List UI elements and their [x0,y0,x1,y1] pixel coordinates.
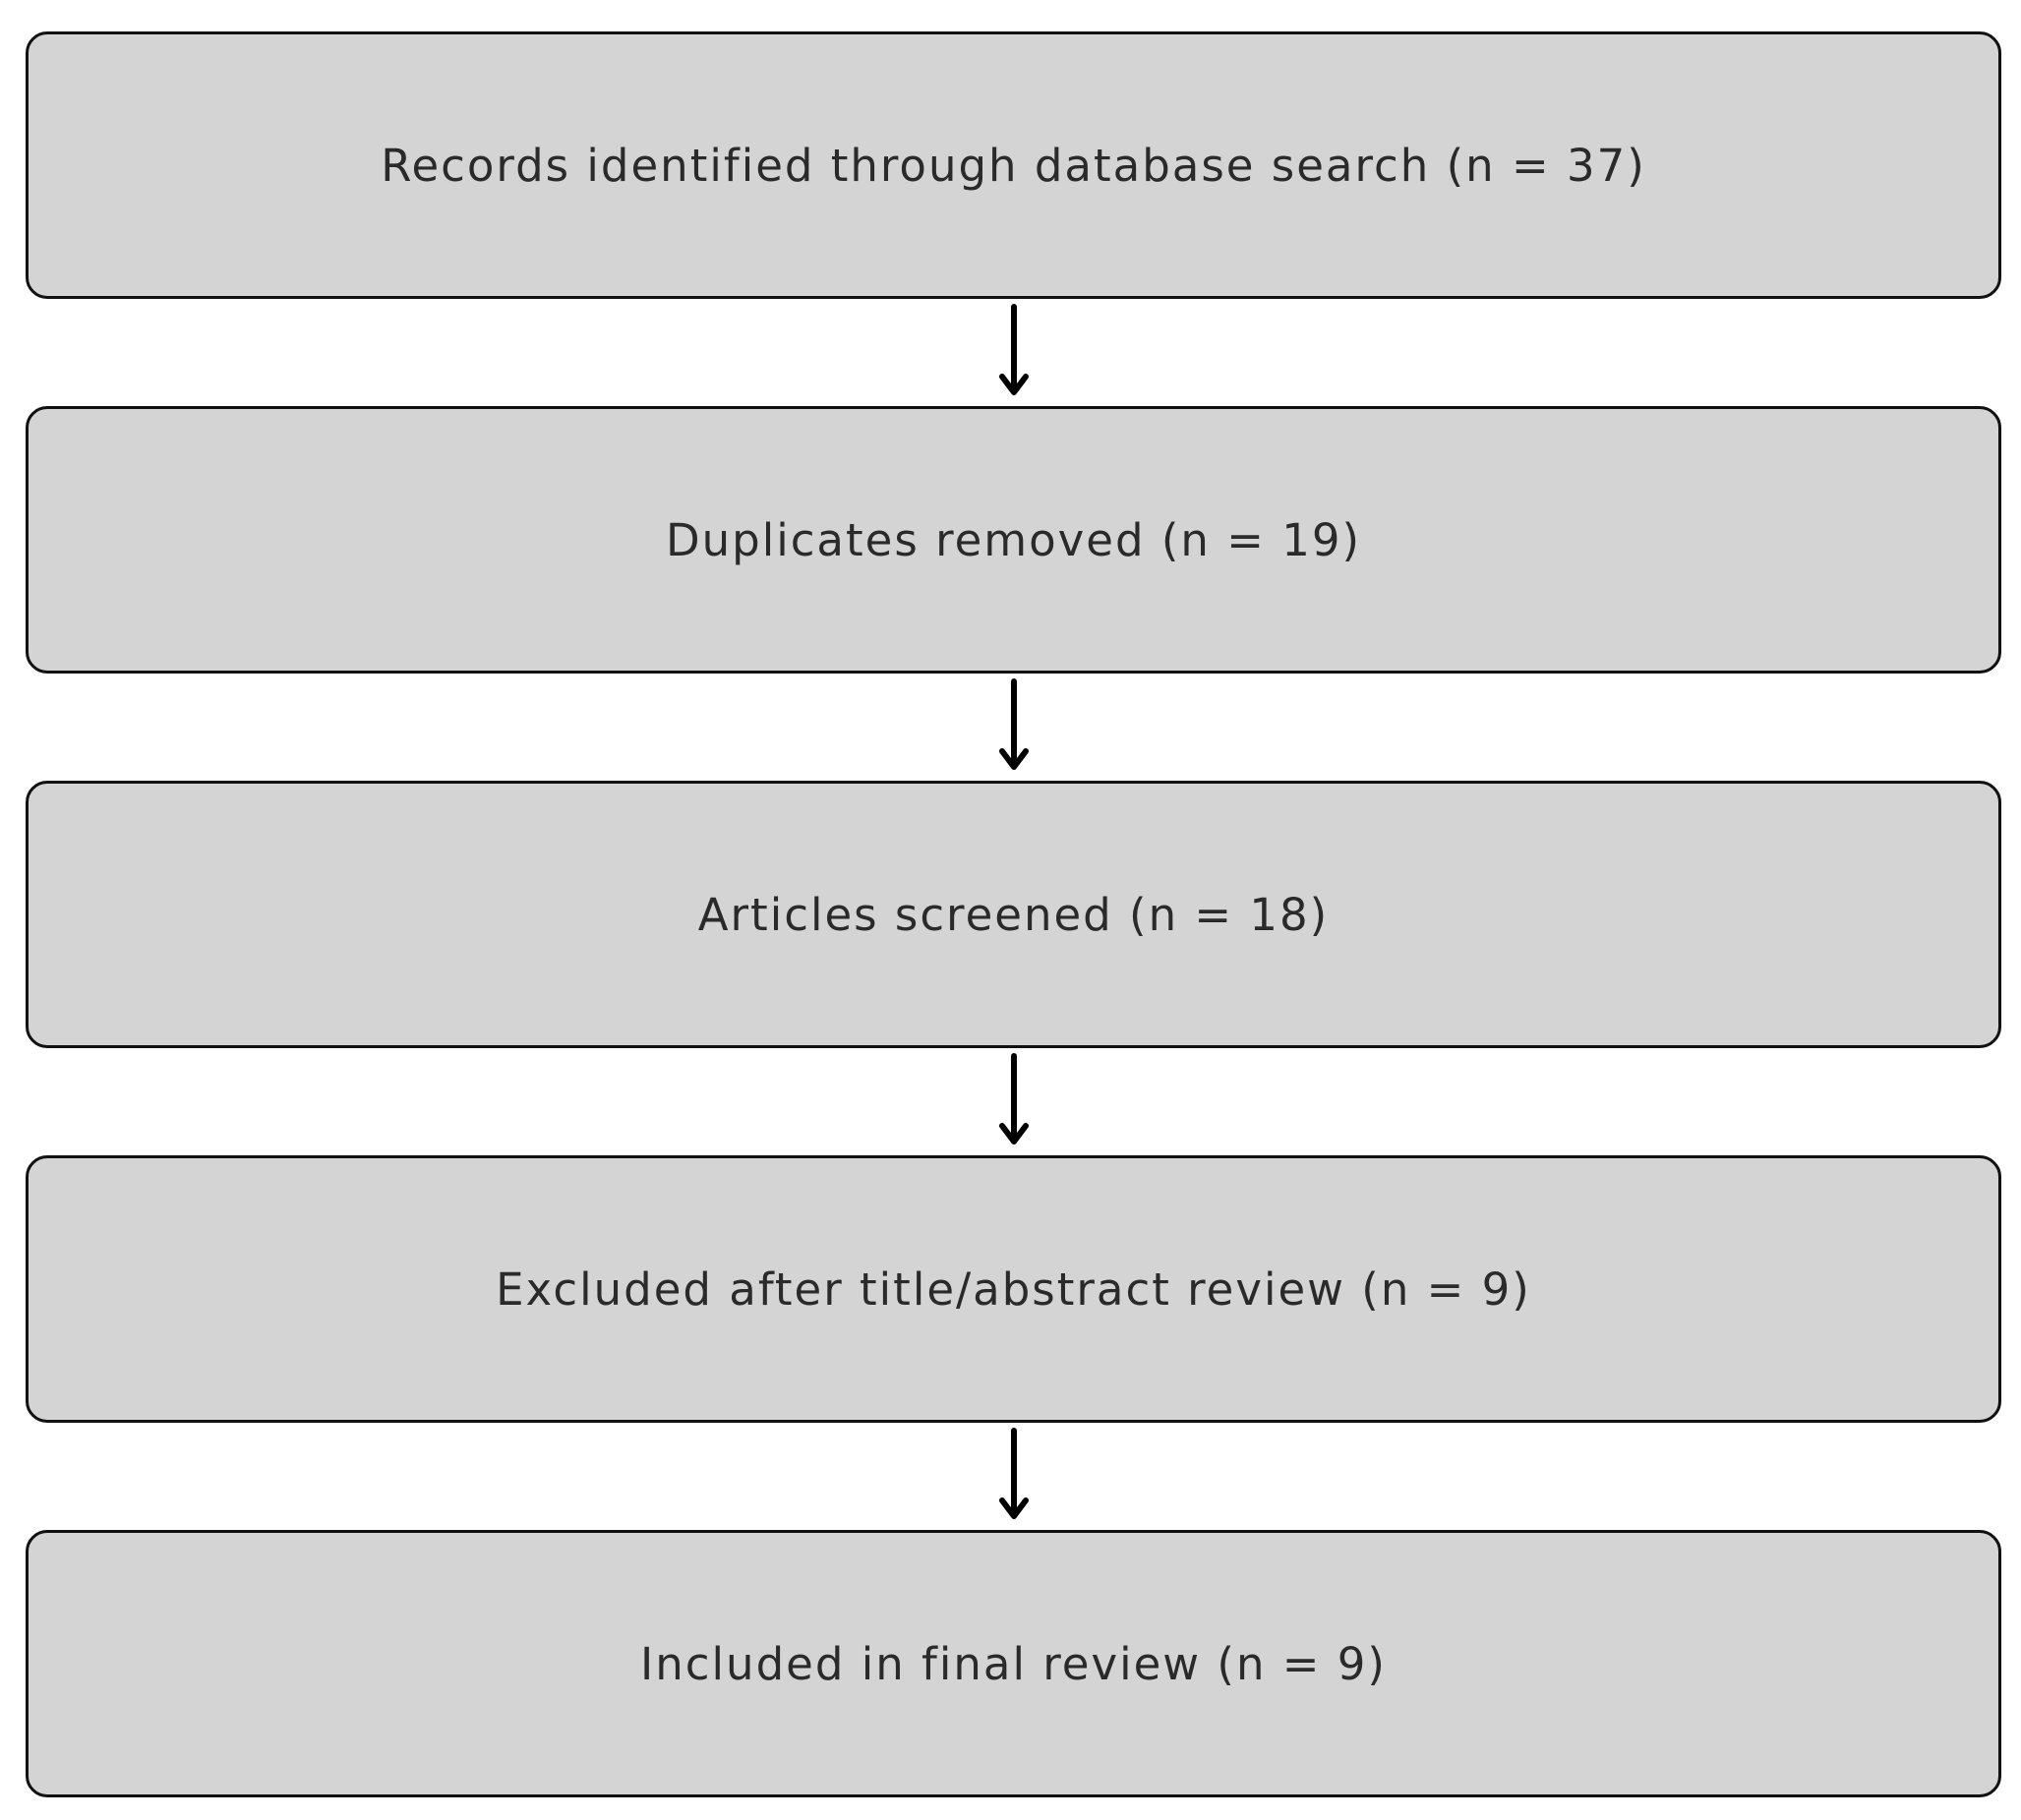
down-arrow-icon [999,304,1029,395]
flow-step-label: Included in final review (n = 9) [640,1637,1387,1690]
down-arrow-icon [999,678,1029,770]
down-arrow-icon [999,1053,1029,1145]
flow-step-duplicates-removed: Duplicates removed (n = 19) [26,406,2001,674]
flow-step-label: Records identified through database sear… [381,139,1646,192]
down-arrow-icon [999,1428,1029,1519]
flow-step-excluded: Excluded after title/abstract review (n … [26,1155,2001,1423]
flow-step-label: Duplicates removed (n = 19) [665,513,1362,566]
flow-step-label: Excluded after title/abstract review (n … [496,1262,1531,1316]
flow-step-articles-screened: Articles screened (n = 18) [26,781,2001,1048]
flow-step-records-identified: Records identified through database sear… [26,31,2001,299]
flow-step-included: Included in final review (n = 9) [26,1530,2001,1797]
flow-step-label: Articles screened (n = 18) [697,888,1330,941]
